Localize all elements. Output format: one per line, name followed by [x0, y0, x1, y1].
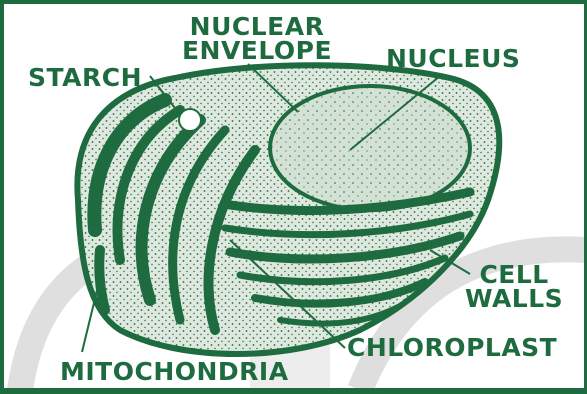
- label-starch: STARCH: [28, 66, 142, 90]
- label-cell-walls: CELL WALLS: [465, 263, 563, 311]
- label-chloroplast: CHLOROPLAST: [347, 336, 557, 360]
- label-mitochondria: MITOCHONDRIA: [60, 360, 289, 384]
- label-nuclear-envelope: NUCLEAR ENVELOPE: [172, 15, 342, 63]
- label-nuclear-envelope-line2: ENVELOPE: [172, 39, 342, 63]
- label-nucleus: NUCLEUS: [386, 47, 520, 71]
- label-cell-walls-line2: WALLS: [465, 287, 563, 311]
